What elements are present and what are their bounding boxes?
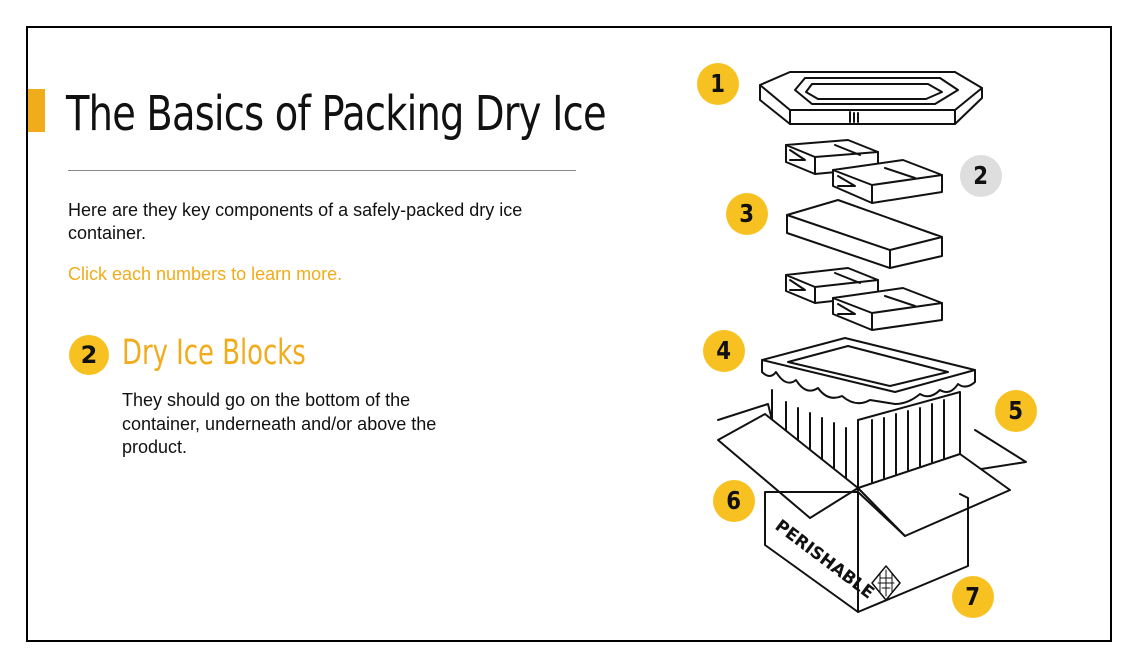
hotspot-3-product[interactable]: 3 <box>726 193 768 235</box>
hotspot-7-label: 7 <box>965 582 981 611</box>
detail-description: They should go on the bottom of the cont… <box>122 390 437 457</box>
hotspot-1-label: 1 <box>710 69 726 98</box>
hazard-diamond-icon <box>871 565 901 601</box>
hotspot-1-lid[interactable]: 1 <box>697 63 739 105</box>
intro-text: Here are they key components of a safely… <box>68 200 523 243</box>
top-dry-ice-blocks <box>785 139 943 204</box>
hotspot-4-liner[interactable]: 4 <box>703 330 745 372</box>
hotspot-4-label: 4 <box>716 336 732 365</box>
hotspot-6-label: 6 <box>726 486 742 515</box>
hotspot-6-outer-box[interactable]: 6 <box>713 480 755 522</box>
dry-ice-container-illustration: PERISHABLE <box>717 71 1027 613</box>
page-title: The Basics of Packing Dry Ice <box>66 86 607 142</box>
lid-illustration <box>759 71 983 125</box>
detail-number-badge: 2 <box>69 335 109 375</box>
title-accent-bar <box>28 89 45 132</box>
hotspot-7-hazard-label[interactable]: 7 <box>952 576 994 618</box>
slide-frame <box>26 26 1112 642</box>
hotspot-5-cooler[interactable]: 5 <box>995 390 1037 432</box>
hotspot-2-label: 2 <box>973 161 989 190</box>
detail-title: Dry Ice Blocks <box>122 333 306 373</box>
bottom-dry-ice-blocks <box>785 267 943 331</box>
instruction-hint: Click each numbers to learn more. <box>68 264 343 284</box>
hotspot-3-label: 3 <box>739 199 755 228</box>
hotspot-2-dry-ice-blocks[interactable]: 2 <box>960 155 1002 197</box>
product-slab <box>786 199 943 269</box>
title-divider <box>68 170 576 171</box>
outer-box <box>717 403 1027 613</box>
hotspot-5-label: 5 <box>1008 396 1024 425</box>
